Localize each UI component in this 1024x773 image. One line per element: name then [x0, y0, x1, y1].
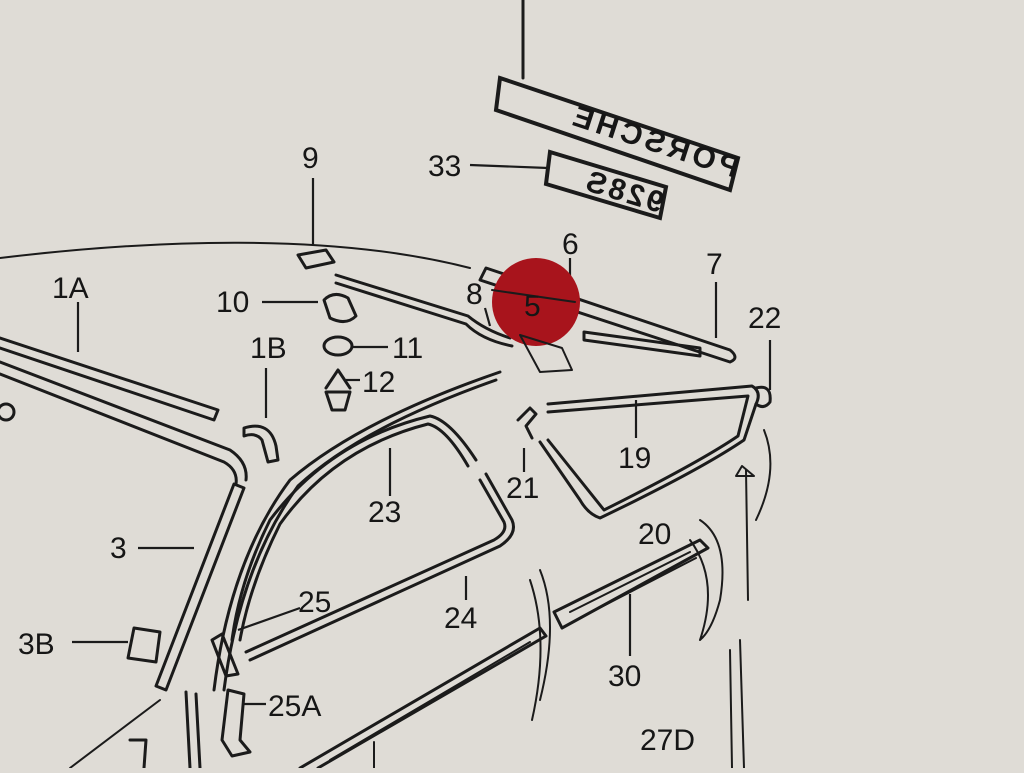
porsche-badge: PORSCHE: [493, 0, 743, 193]
callout-9: 9: [302, 142, 319, 175]
moulding-20-detail: [569, 551, 697, 619]
grommet-11: [322, 335, 354, 357]
callout-10: 10: [216, 286, 249, 319]
pillar-base: [128, 690, 202, 770]
clip-9: [296, 248, 336, 270]
rail-1a-lower: [0, 360, 248, 486]
callout-33: 33: [428, 150, 461, 183]
roof-trim-7: [478, 266, 737, 364]
seal-25-end: [210, 632, 240, 678]
model-badge-plate: [543, 149, 669, 221]
callout-24: 24: [444, 602, 477, 635]
callout-21: 21: [506, 472, 539, 505]
door-panel-curve: [529, 569, 551, 721]
corner-1b: [242, 424, 280, 464]
highlight-marker: [492, 258, 580, 346]
callout-8: 8: [466, 278, 483, 311]
moulding-20: [552, 538, 710, 630]
pillar-strip-3: [154, 482, 246, 692]
callout-6: 6: [562, 228, 579, 261]
rail-end-cap: [0, 402, 16, 422]
block-3b: [126, 626, 162, 664]
clip-21: [516, 406, 538, 440]
clip-10: [322, 293, 358, 323]
leader-33: [469, 163, 549, 170]
callout-30: 30: [608, 660, 641, 693]
badge-plate: [493, 75, 741, 193]
base-line: [69, 699, 161, 769]
callout-23: 23: [368, 496, 401, 529]
cap-22: [754, 385, 772, 409]
leader-8: [483, 307, 492, 327]
callout-27d: 27D: [640, 724, 695, 757]
callout-19: 19: [618, 442, 651, 475]
callout-25: 25: [298, 586, 331, 619]
window-seal-23: [230, 414, 478, 642]
leader-25: [237, 606, 301, 632]
callout-11: 11: [392, 332, 423, 365]
seal-19: [538, 384, 760, 520]
door-frame-seal-outer: [212, 370, 502, 692]
roof-trim-8: [334, 273, 514, 348]
lower-strip: [298, 626, 548, 770]
roof-line: [0, 241, 471, 269]
door-edge: [735, 429, 772, 601]
door-rear-edge: [729, 639, 745, 769]
rail-1a-upper: [0, 336, 220, 422]
callout-5: 5: [524, 290, 541, 323]
trim-6: [582, 330, 702, 358]
bracket-5: [491, 289, 576, 373]
bracket-25a: [220, 688, 252, 758]
callout-1b: 1B: [250, 332, 287, 365]
lower-strip-detail: [329, 641, 531, 761]
callout-20: 20: [638, 518, 671, 551]
callout-25a: 25A: [268, 690, 321, 723]
callout-22: 22: [748, 302, 781, 335]
plug-12: [324, 368, 352, 412]
door-curve: [689, 519, 724, 641]
part-9-clip: [296, 178, 336, 270]
callout-3: 3: [110, 532, 127, 565]
callout-12: 12: [362, 366, 395, 399]
callout-1a: 1A: [52, 272, 89, 305]
channel-24: [244, 472, 515, 662]
callout-7: 7: [706, 248, 723, 281]
callout-3b: 3B: [18, 628, 55, 661]
